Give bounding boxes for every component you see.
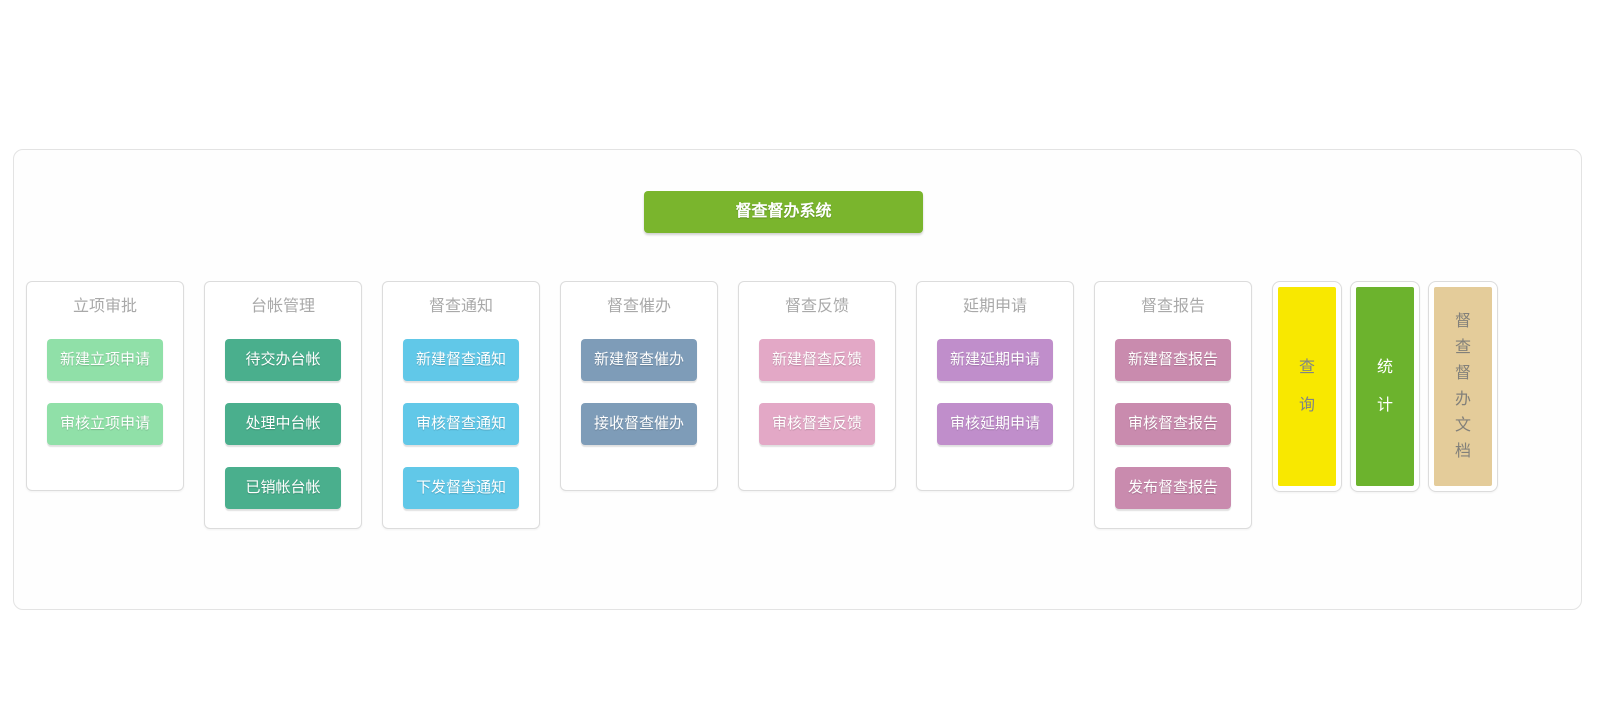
- system-title-button[interactable]: 督查督办系统: [644, 191, 923, 233]
- module-title: 督查报告: [1140, 298, 1205, 315]
- query-sidebar-fill: 查询: [1278, 287, 1336, 486]
- statistics-sidebar-label: 统计: [1376, 358, 1393, 414]
- module-card-supervision-reminder: 督查催办 新建督查催办 接收督查催办: [560, 281, 718, 491]
- statistics-sidebar-button[interactable]: 统计: [1350, 281, 1420, 492]
- closed-ledger-button[interactable]: 已销帐台帐: [225, 467, 341, 509]
- module-title: 督查反馈: [784, 298, 849, 315]
- review-supervision-notice-button[interactable]: 审核督查通知: [403, 403, 519, 445]
- receive-supervision-reminder-button[interactable]: 接收督查催办: [581, 403, 697, 445]
- module-card-supervision-feedback: 督查反馈 新建督查反馈 审核督查反馈: [738, 281, 896, 491]
- publish-supervision-report-button[interactable]: 发布督查报告: [1115, 467, 1231, 509]
- module-title: 延期申请: [962, 298, 1027, 315]
- module-card-extension-application: 延期申请 新建延期申请 审核延期申请: [916, 281, 1074, 491]
- documents-sidebar-label: 督查督办文档: [1454, 312, 1471, 460]
- module-card-project-approval: 立项审批 新建立项申请 审核立项申请: [26, 281, 184, 491]
- module-card-ledger-management: 台帐管理 待交办台帐 处理中台帐 已销帐台帐: [204, 281, 362, 529]
- module-card-supervision-notice: 督查通知 新建督查通知 审核督查通知 下发督查通知: [382, 281, 540, 529]
- documents-sidebar-button[interactable]: 督查督办文档: [1428, 281, 1498, 492]
- main-panel: 督查督办系统 立项审批 新建立项申请 审核立项申请 台帐管理 待交办台帐 处理中…: [13, 149, 1582, 610]
- pending-ledger-button[interactable]: 待交办台帐: [225, 339, 341, 381]
- review-extension-application-button[interactable]: 审核延期申请: [937, 403, 1053, 445]
- query-sidebar-button[interactable]: 查询: [1272, 281, 1342, 492]
- module-title: 督查催办: [606, 298, 671, 315]
- module-card-supervision-report: 督查报告 新建督查报告 审核督查报告 发布督查报告: [1094, 281, 1252, 529]
- new-project-application-button[interactable]: 新建立项申请: [47, 339, 163, 381]
- new-supervision-report-button[interactable]: 新建督查报告: [1115, 339, 1231, 381]
- documents-sidebar-fill: 督查督办文档: [1434, 287, 1492, 486]
- review-project-application-button[interactable]: 审核立项申请: [47, 403, 163, 445]
- module-title: 督查通知: [428, 298, 493, 315]
- new-supervision-reminder-button[interactable]: 新建督查催办: [581, 339, 697, 381]
- module-title: 立项审批: [72, 298, 137, 315]
- statistics-sidebar-fill: 统计: [1356, 287, 1414, 486]
- review-supervision-report-button[interactable]: 审核督查报告: [1115, 403, 1231, 445]
- new-extension-application-button[interactable]: 新建延期申请: [937, 339, 1053, 381]
- issue-supervision-notice-button[interactable]: 下发督查通知: [403, 467, 519, 509]
- module-title: 台帐管理: [250, 298, 315, 315]
- new-supervision-notice-button[interactable]: 新建督查通知: [403, 339, 519, 381]
- review-supervision-feedback-button[interactable]: 审核督查反馈: [759, 403, 875, 445]
- new-supervision-feedback-button[interactable]: 新建督查反馈: [759, 339, 875, 381]
- query-sidebar-label: 查询: [1298, 358, 1315, 414]
- module-columns: 立项审批 新建立项申请 审核立项申请 台帐管理 待交办台帐 处理中台帐 已销帐台…: [26, 281, 1498, 529]
- processing-ledger-button[interactable]: 处理中台帐: [225, 403, 341, 445]
